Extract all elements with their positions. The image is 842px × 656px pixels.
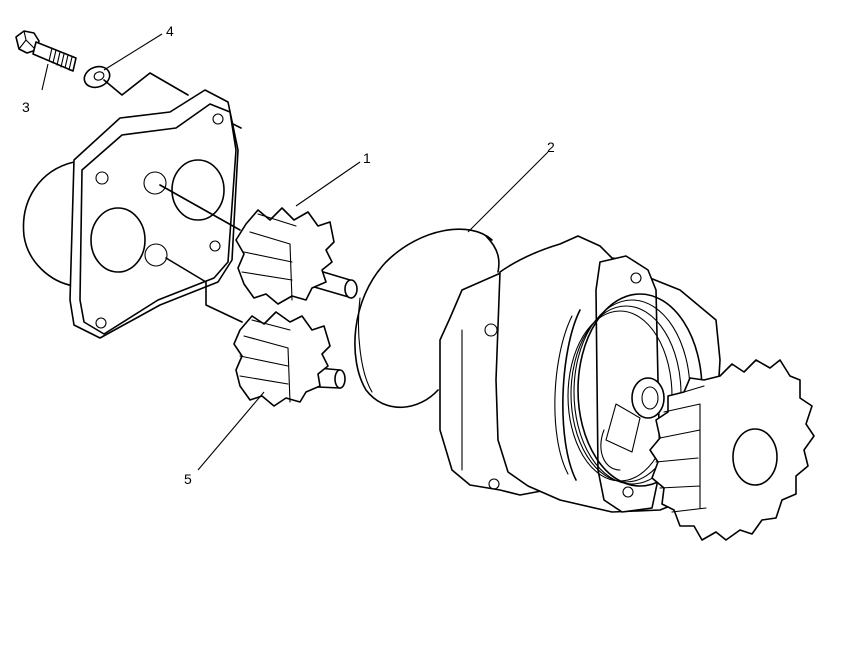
- leader-line: [41, 63, 49, 91]
- leader-line: [467, 151, 549, 233]
- drive-gear: [233, 311, 346, 407]
- large-spur-gear: [649, 359, 815, 541]
- assembly-line: [165, 257, 243, 323]
- callout-2: 2: [547, 139, 555, 155]
- driven-gear: [235, 207, 358, 305]
- callout-3: 3: [22, 99, 30, 115]
- bolt: [15, 30, 77, 72]
- o-ring-seal: [354, 228, 500, 409]
- assembly-line: [103, 72, 189, 96]
- leader-line: [295, 161, 361, 207]
- callout-4: 4: [166, 23, 174, 39]
- leader-line: [103, 33, 163, 71]
- callout-1: 1: [363, 150, 371, 166]
- callout-5: 5: [184, 471, 192, 487]
- washer: [83, 65, 111, 89]
- assembly-line: [159, 184, 241, 231]
- leader-line: [197, 391, 265, 471]
